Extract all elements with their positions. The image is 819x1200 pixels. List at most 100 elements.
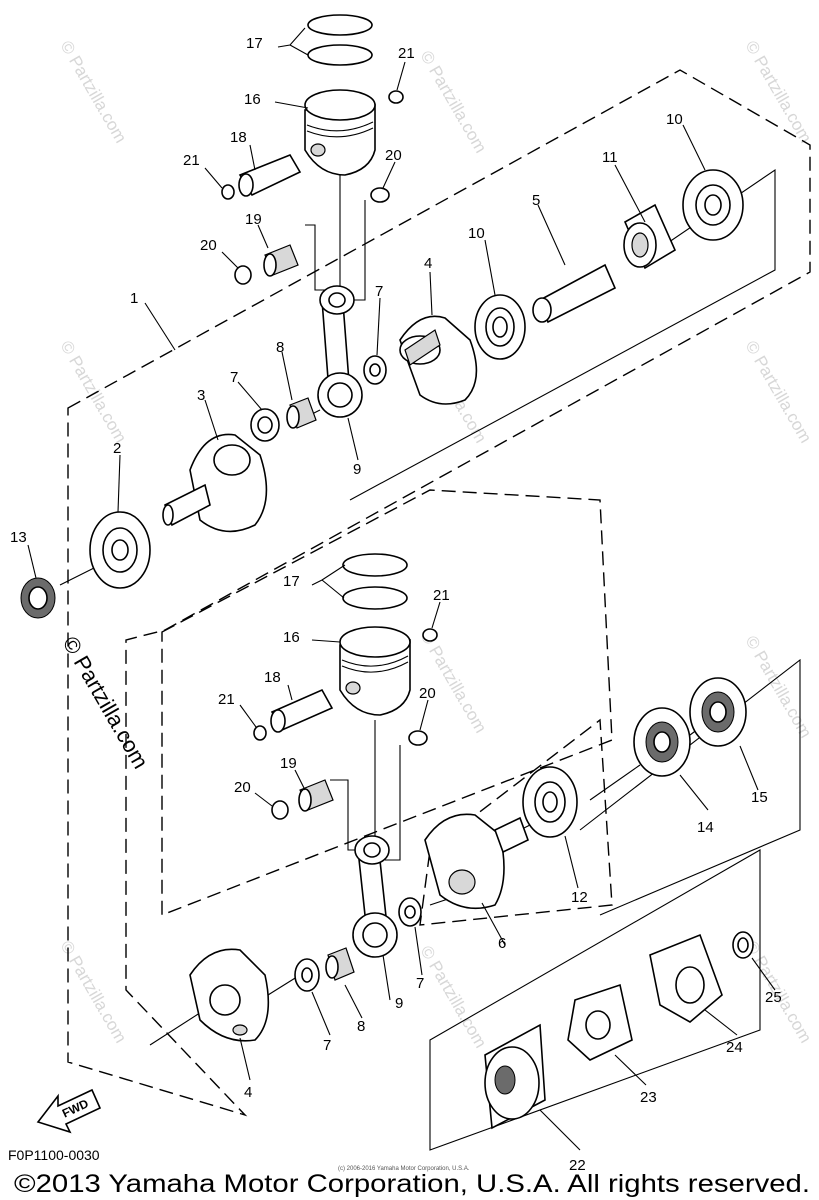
rubber-damper-23 bbox=[567, 983, 633, 1061]
callout-8-lower: 8 bbox=[357, 1018, 365, 1035]
ball-bearing-upper-center bbox=[250, 408, 280, 442]
fwd-arrow-icon: FWD bbox=[36, 1088, 102, 1134]
callout-18-lower: 18 bbox=[264, 669, 281, 686]
conrod-lower bbox=[352, 835, 398, 958]
callout-14: 14 bbox=[697, 819, 714, 836]
watermark-faint: © Partzilla.com bbox=[57, 38, 131, 147]
callout-18-upper: 18 bbox=[230, 129, 247, 146]
washer-upper-left bbox=[234, 265, 252, 285]
callout-17-upper: 17 bbox=[246, 35, 263, 52]
callout-2: 2 bbox=[113, 440, 121, 457]
piston-rings-lower bbox=[342, 553, 408, 610]
needle-bearing-lower-center bbox=[325, 947, 355, 981]
callout-20-lower-left: 20 bbox=[234, 779, 251, 796]
piston-pin-upper bbox=[238, 154, 302, 197]
callout-7-lower-left: 7 bbox=[323, 1037, 331, 1054]
callout-21-lower-right: 21 bbox=[433, 587, 450, 604]
circlip-lower-left bbox=[253, 725, 267, 741]
crank-web-upper-left bbox=[162, 433, 268, 533]
washer-upper-right bbox=[370, 187, 390, 203]
crank-web-upper-right bbox=[399, 315, 478, 405]
thrust-washer-lower bbox=[398, 897, 422, 927]
flange-bracket-lines bbox=[429, 849, 761, 1151]
crank-web-lower-left bbox=[189, 948, 270, 1042]
ball-bearing-lower-center bbox=[294, 958, 320, 992]
conrod-upper bbox=[317, 285, 363, 418]
crank-web-lower-right bbox=[424, 813, 529, 910]
piston-pin-lower bbox=[270, 688, 334, 733]
callout-17-lower: 17 bbox=[283, 573, 300, 590]
callout-21-lower-left: 21 bbox=[218, 691, 235, 708]
lower-crank-outline bbox=[161, 489, 613, 917]
callout-19-upper: 19 bbox=[245, 211, 262, 228]
assembly-outlines bbox=[67, 69, 811, 1151]
piston-rings-upper bbox=[307, 14, 373, 66]
callout-numbers: 17 16 21 18 21 20 19 20 4 10 5 11 10 1 7… bbox=[10, 35, 782, 1174]
needle-bearing-upper-center bbox=[286, 397, 317, 429]
bearing-seal-lower-14 bbox=[633, 707, 691, 777]
figure-code: F0P1100-0030 bbox=[8, 1147, 100, 1163]
coupling-24 bbox=[649, 933, 723, 1023]
callout-10-upper-mid: 10 bbox=[468, 225, 485, 242]
watermark-faint: © Partzilla.com bbox=[742, 38, 816, 147]
watermark-faint: © Partzilla.com bbox=[417, 628, 491, 737]
callout-21-upper-left: 21 bbox=[183, 152, 200, 169]
callout-16-lower: 16 bbox=[283, 629, 300, 646]
washer-lower-left bbox=[271, 800, 289, 820]
thrust-washer-upper bbox=[363, 355, 387, 385]
callout-3: 3 bbox=[197, 387, 205, 404]
watermark-faint: © Partzilla.com bbox=[742, 633, 816, 742]
watermark-faint: © Partzilla.com bbox=[742, 338, 816, 447]
ball-bearing-upper-left bbox=[89, 511, 151, 589]
circlip-upper-left bbox=[221, 184, 235, 200]
ball-bearing-upper-right bbox=[682, 169, 744, 241]
callout-20-lower-right: 20 bbox=[419, 685, 436, 702]
coupler-upper bbox=[623, 203, 677, 270]
callout-7-lower-right: 7 bbox=[416, 975, 424, 992]
callout-9-upper: 9 bbox=[353, 461, 361, 478]
callout-23: 23 bbox=[640, 1089, 657, 1106]
bearing-seal-lower-15 bbox=[689, 677, 747, 747]
watermark-faint: © Partzilla.com bbox=[417, 48, 491, 157]
piston-lower bbox=[339, 626, 411, 716]
callout-15: 15 bbox=[751, 789, 768, 806]
copyright-line: ©2013 Yamaha Motor Corporation, U.S.A. A… bbox=[14, 1170, 810, 1198]
callout-22: 22 bbox=[569, 1157, 586, 1174]
callout-7-upper-left: 7 bbox=[230, 369, 238, 386]
needle-bearing-upper-small bbox=[263, 244, 299, 277]
piston-upper bbox=[304, 89, 376, 176]
callout-13: 13 bbox=[10, 529, 27, 546]
callout-19-lower: 19 bbox=[280, 755, 297, 772]
callout-11: 11 bbox=[602, 149, 618, 166]
fine-print: (c) 2006-2016 Yamaha Motor Corporation, … bbox=[338, 1166, 470, 1172]
coupling-flange-22 bbox=[484, 1023, 546, 1130]
oil-seal-upper bbox=[20, 577, 56, 619]
upper-assembly-outline bbox=[67, 69, 811, 1117]
circlip-upper-right bbox=[388, 90, 404, 104]
needle-bearing-lower-small bbox=[298, 779, 334, 812]
lower-right-outline bbox=[419, 718, 613, 926]
callout-21-upper-right: 21 bbox=[398, 45, 415, 62]
connector-lines bbox=[59, 175, 711, 1046]
callout-12: 12 bbox=[571, 889, 588, 906]
ball-bearing-upper-mid bbox=[474, 294, 526, 360]
washer-25 bbox=[732, 931, 754, 959]
callout-4-upper: 4 bbox=[424, 255, 432, 272]
watermark-side: © Partzilla.com bbox=[58, 632, 154, 773]
circlip-lower-right bbox=[422, 628, 438, 642]
callout-leaders bbox=[27, 27, 776, 1151]
callout-4-lower: 4 bbox=[244, 1084, 252, 1101]
ball-bearing-lower-mid bbox=[522, 766, 578, 838]
washer-lower-right bbox=[408, 730, 428, 746]
callout-5: 5 bbox=[532, 192, 540, 209]
callout-20-upper-right: 20 bbox=[385, 147, 402, 164]
callout-6: 6 bbox=[498, 935, 506, 952]
callout-16-upper: 16 bbox=[244, 91, 261, 108]
callout-25: 25 bbox=[765, 989, 782, 1006]
callout-20-upper-left: 20 bbox=[200, 237, 217, 254]
callout-8-upper: 8 bbox=[276, 339, 284, 356]
watermark-faint: © Partzilla.com bbox=[417, 943, 491, 1052]
callout-9-lower: 9 bbox=[395, 995, 403, 1012]
callout-1: 1 bbox=[130, 290, 138, 307]
